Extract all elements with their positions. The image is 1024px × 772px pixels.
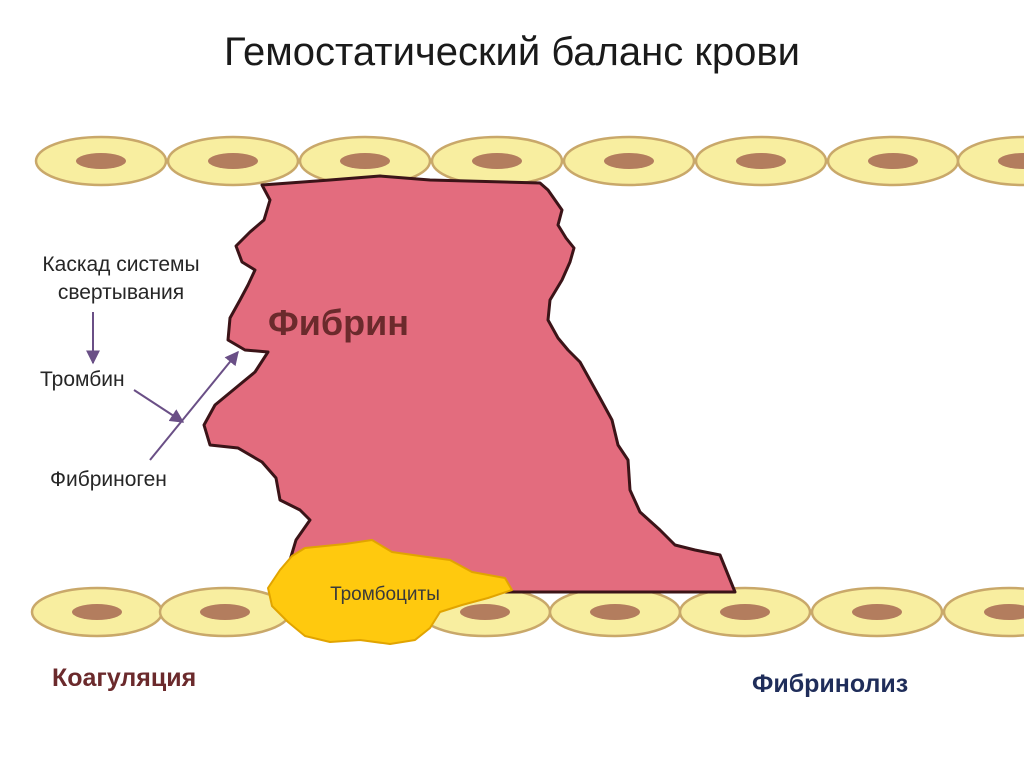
fibrin-clot (202, 174, 737, 594)
platelets-label: Тромбоциты (330, 584, 440, 605)
cell-nucleus (72, 604, 122, 620)
cell-nucleus (984, 604, 1024, 620)
thrombin-label: Тромбин (40, 368, 125, 391)
cell-nucleus (590, 604, 640, 620)
upper-vessel-wall (34, 135, 1024, 187)
cell-nucleus (852, 604, 902, 620)
lower-vessel-wall (30, 586, 1024, 638)
fibrinogen-label: Фибриноген (50, 468, 167, 491)
cell-nucleus (460, 604, 510, 620)
platelets-clump (267, 539, 513, 645)
cascade-label: Каскад системы свертывания (10, 251, 232, 307)
cell-nucleus (340, 153, 390, 169)
cell-nucleus (604, 153, 654, 169)
endothelial-cell (956, 135, 1024, 187)
coagulation-label: Коагуляция (52, 664, 197, 692)
cell-nucleus (208, 153, 258, 169)
cell-nucleus (868, 153, 918, 169)
fibrin-label: Фибрин (268, 302, 409, 343)
page-title: Гемостатический баланс крови (224, 30, 800, 74)
fibrinolysis-label: Фибринолиз (752, 670, 909, 698)
cell-nucleus (200, 604, 250, 620)
arrow-thrombin-to-fibrinogen (133, 389, 185, 423)
cell-nucleus (720, 604, 770, 620)
cascade-label-line1: Каскад системы (42, 253, 200, 276)
cell-nucleus (472, 153, 522, 169)
cascade-label-line2: свертывания (57, 281, 185, 304)
cell-nucleus (76, 153, 126, 169)
cell-nucleus (736, 153, 786, 169)
arrow-fibrinogen-to-fibrin (149, 350, 239, 461)
cell-nucleus (998, 153, 1024, 169)
